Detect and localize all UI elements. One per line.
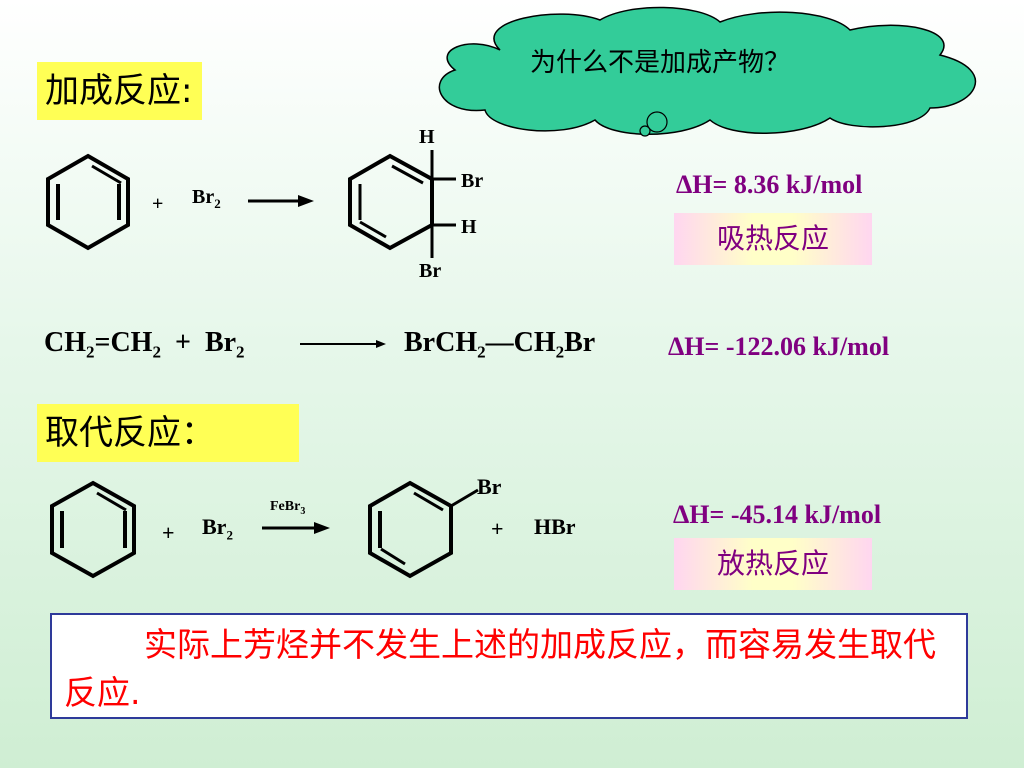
addition-br2: Br2: [192, 186, 221, 211]
substitution-delta-h: ΔH= -45.14 kJ/mol: [673, 500, 882, 529]
dihydro-product-ring: [348, 150, 456, 258]
benzene-ring-reactant-1: [46, 153, 130, 251]
exothermic-badge: 放热反应: [674, 538, 872, 590]
benzene-ring-reactant-2: [50, 480, 136, 579]
product-h-right: H: [461, 216, 477, 238]
ethylene-delta-h: ΔH= -122.06 kJ/mol: [668, 332, 890, 361]
ethylene-reactants: CH2=CH2 + Br2: [44, 327, 245, 362]
reaction-arrow-ethylene: [300, 340, 386, 348]
product-h-top: H: [419, 126, 435, 148]
reaction-arrow-2: [262, 522, 330, 534]
reaction-arrow-1: [248, 195, 314, 207]
hbr-product: HBr: [534, 514, 576, 539]
product-br-right: Br: [461, 170, 484, 192]
product-br-bottom: Br: [419, 260, 442, 282]
endothermic-badge: 吸热反应: [674, 213, 872, 265]
addition-delta-h: ΔH= 8.36 kJ/mol: [676, 170, 863, 199]
conclusion-note-text: 实际上芳烃并不发生上述的加成反应，而容易发生取代反应.: [64, 625, 936, 712]
bromobenzene-ring: [368, 480, 479, 579]
substitution-plus-1: +: [162, 520, 175, 545]
addition-reaction-label: 加成反应:: [37, 62, 203, 120]
catalyst-febr3: FeBr3: [270, 499, 306, 517]
cloud-question-text: 为什么不是加成产物？: [530, 48, 791, 78]
substitution-plus-2: +: [491, 516, 504, 541]
substitution-reaction-label: 取代反应：: [37, 404, 299, 462]
conclusion-note: 实际上芳烃并不发生上述的加成反应，而容易发生取代反应.: [50, 613, 968, 719]
thought-cloud: [438, 6, 976, 137]
substitution-br2: Br2: [202, 514, 233, 543]
bromobenzene-br: Br: [477, 474, 502, 499]
addition-plus: +: [152, 193, 164, 215]
ethylene-product: BrCH2—CH2Br: [404, 327, 596, 362]
